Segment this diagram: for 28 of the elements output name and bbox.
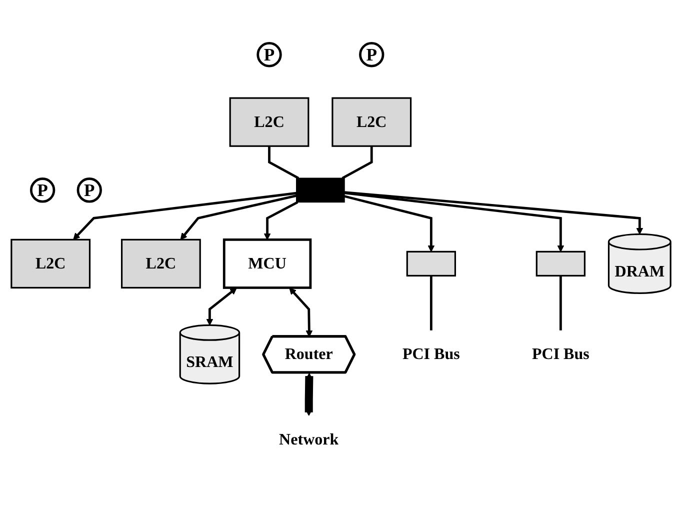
node-text: PCI Bus	[402, 346, 460, 364]
arrow	[264, 201, 298, 240]
connector	[268, 146, 300, 180]
node-box: MCU	[222, 238, 312, 289]
node-circle: P	[359, 42, 384, 68]
node-text: PCI Bus	[532, 346, 590, 364]
arrow	[344, 192, 564, 252]
node-bar	[296, 178, 345, 203]
node-box: L2C	[332, 97, 412, 147]
node-box: L2C	[10, 238, 91, 288]
node-box	[406, 250, 456, 276]
node-circle: P	[30, 178, 56, 203]
node-box: L2C	[229, 97, 310, 147]
arrow	[206, 288, 237, 326]
arrow	[344, 195, 435, 252]
arrow	[289, 288, 313, 338]
connector	[559, 276, 562, 330]
node-box: L2C	[120, 238, 201, 288]
connector	[430, 276, 432, 330]
node-text: Network	[279, 430, 339, 448]
arrow	[180, 194, 297, 240]
node-circle: P	[76, 178, 102, 203]
connector	[342, 146, 373, 180]
node-circle: P	[256, 42, 282, 68]
node-box	[536, 250, 586, 276]
arrow	[344, 191, 644, 234]
arrow	[304, 372, 314, 416]
arrow	[73, 192, 297, 240]
